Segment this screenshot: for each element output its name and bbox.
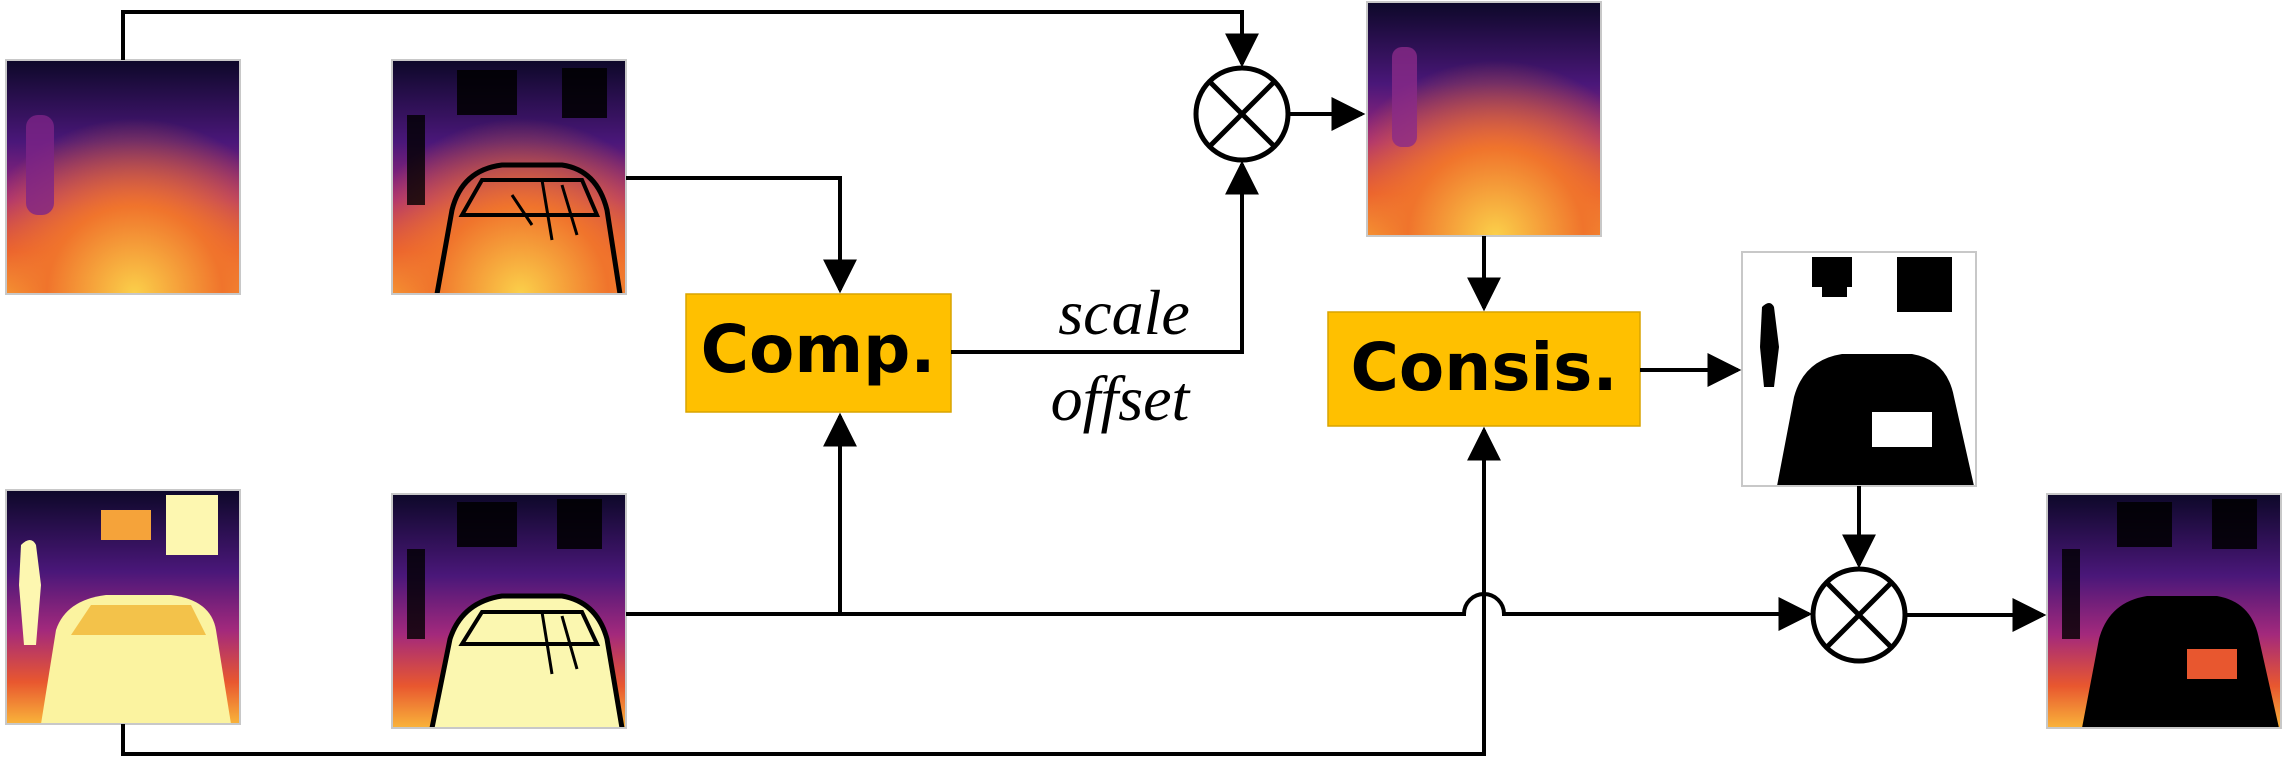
edge-bottom-left-to-consis: [121, 426, 1501, 756]
depth-map-top-second: [391, 59, 627, 295]
depth-map-top-left: [5, 59, 241, 295]
multiply-operator-top: [1193, 65, 1291, 163]
comp-label: Comp.: [701, 311, 936, 388]
scale-label: scale: [1058, 277, 1190, 348]
scaled-depth-map: [1366, 1, 1602, 237]
consis-label: Consis.: [1350, 329, 1617, 406]
edge-top-left-to-mult: [121, 10, 1259, 68]
consis-node: Consis.: [1327, 311, 1641, 427]
consistency-mask: [1741, 251, 1977, 487]
masked-depth-output: [2046, 493, 2282, 729]
edge-top-second-to-comp: [626, 176, 857, 294]
depth-map-bottom-left: [5, 489, 241, 725]
connectors: [121, 10, 2047, 756]
edge-bottom-second-to-mult: [626, 592, 1813, 631]
multiply-operator-bottom: [1810, 566, 1908, 664]
edge-comp-to-mult: [951, 160, 1259, 354]
offset-label: offset: [1051, 363, 1192, 434]
comp-node: Comp.: [685, 293, 952, 413]
depth-map-bottom-second: [391, 493, 627, 729]
